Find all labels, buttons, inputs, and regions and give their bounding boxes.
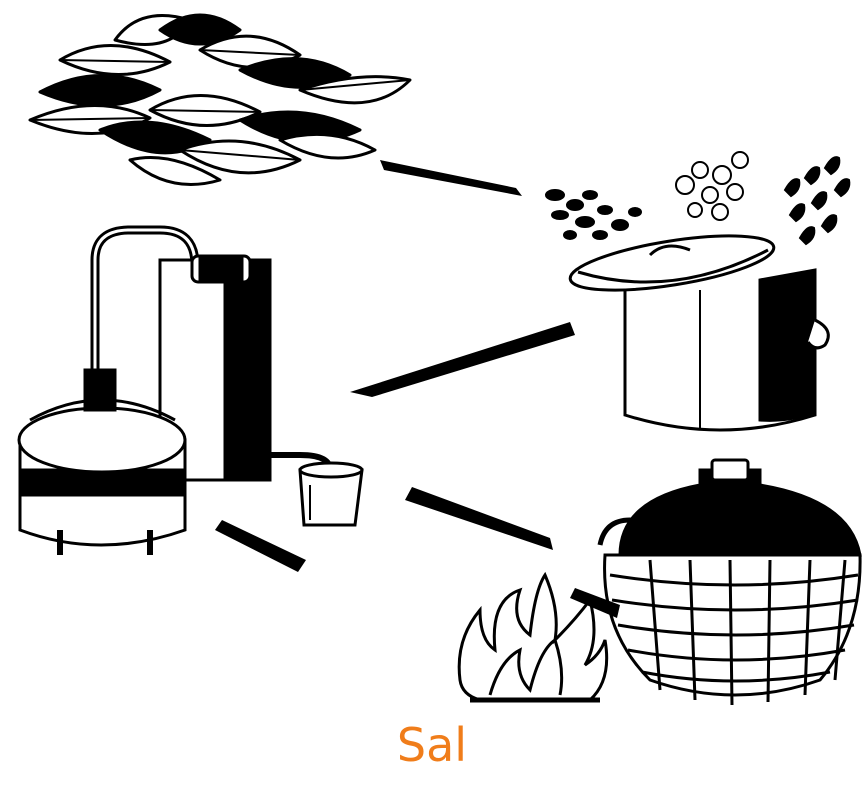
beaker-icon [300,463,362,525]
arrow-pot-to-still [350,322,575,397]
herbs-icon [546,152,849,244]
pot-icon [567,225,829,430]
arrow-still-to-demijohn [405,487,553,550]
arrow-leaves-to-pot [380,160,522,196]
process-illustration [0,0,864,720]
still-icon [19,230,330,555]
process-arrows [215,160,620,618]
demijohn-icon [600,460,860,705]
leaves-icon [30,15,410,185]
arrow-still-down [215,520,306,572]
caption-label: Sal [0,722,864,768]
